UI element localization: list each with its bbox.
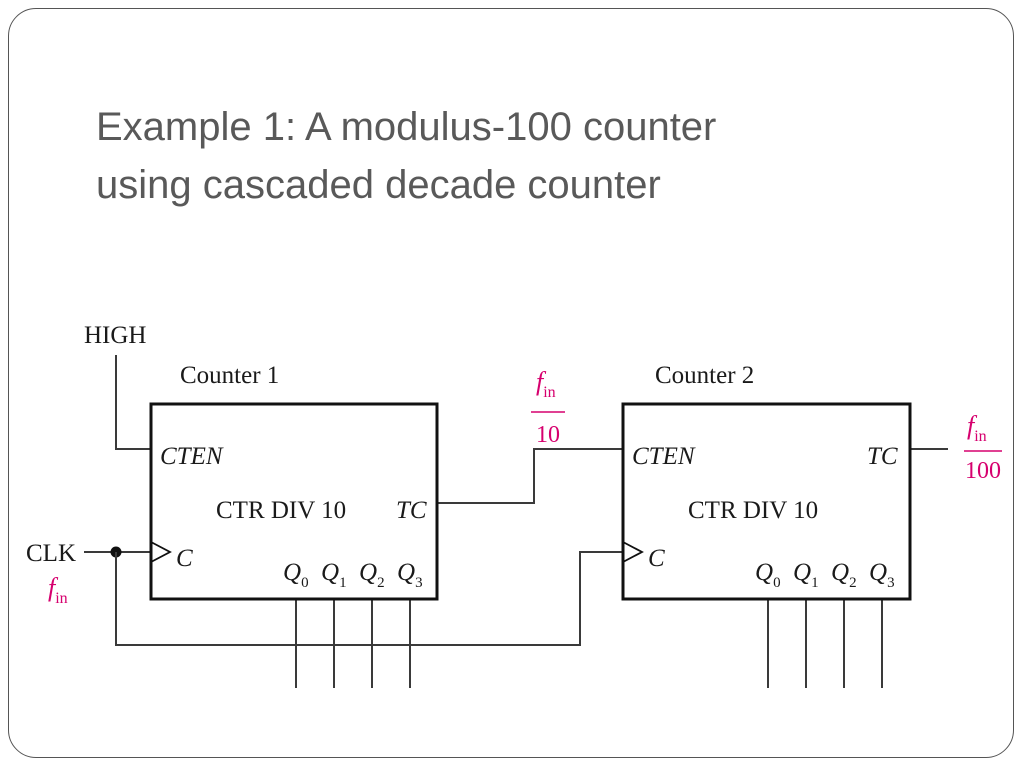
counter2-q2-subscript: 2 [849,575,857,591]
counter1-clock-label: C [176,545,193,572]
counter2-q3-label: Q3 [869,559,895,591]
high-label: HIGH [84,322,147,349]
clk-fin-subscript: in [55,590,67,607]
counter1-q1-letter: Q [321,559,339,586]
counter1-q0-label: Q0 [283,559,309,591]
counter1-q2-subscript: 2 [377,575,385,591]
title-line-1: Example 1: A modulus-100 counter [96,105,717,149]
counter2-q0-letter: Q [755,559,773,586]
fin100-subscript: in [974,428,986,445]
counter1-q0-subscript: 0 [301,575,309,591]
counter2-tc-label: TC [867,443,898,470]
counter1-type-label: CTR DIV 10 [216,497,346,524]
counter1-box [149,402,439,601]
tc1-to-cten2-wire [437,448,623,504]
counter2-clock-triangle [622,541,644,563]
clk-fin-label: fin [48,573,68,607]
counter1-q1-subscript: 1 [339,575,347,591]
counter2-box [621,402,912,601]
counter2-q0-label: Q0 [755,559,781,591]
counter1-q0-letter: Q [283,559,301,586]
counter2-q1-letter: Q [793,559,811,586]
counter2-q0-subscript: 0 [773,575,781,591]
counter2-clock-label: C [648,545,665,572]
counter1-q1-label: Q1 [321,559,347,591]
counter2-name: Counter 2 [655,362,754,389]
fin-over-100-denominator: 100 [965,458,1001,484]
title-line-2: using cascaded decade counter [96,163,661,207]
counter2-q1-subscript: 1 [811,575,819,591]
counter2-q3-letter: Q [869,559,887,586]
counter1-q3-label: Q3 [397,559,423,591]
clk-to-counter2-wire [115,551,623,646]
counter2-q1-label: Q1 [793,559,819,591]
counter1-tc-label: TC [396,497,427,524]
slide-frame [8,8,1014,758]
counter1-name: Counter 1 [180,362,279,389]
clk-label: CLK [26,540,76,567]
counter2-q2-letter: Q [831,559,849,586]
fin100-letter: f [967,411,978,440]
fin10-letter: f [536,367,547,396]
counter2-q2-label: Q2 [831,559,857,591]
slide-title: Example 1: A modulus-100 counter using c… [96,98,916,214]
counter2-type-label: CTR DIV 10 [688,497,818,524]
fin-over-100-numerator: fin [967,411,987,445]
counter1-q2-label: Q2 [359,559,385,591]
fin-over-10-numerator: fin [536,367,556,401]
fin10-subscript: in [543,384,555,401]
counter1-q2-letter: Q [359,559,377,586]
counter2-q3-subscript: 3 [887,575,895,591]
fin-over-10-denominator: 10 [536,422,560,448]
counter2-cten-label: CTEN [632,443,696,470]
counter1-q3-letter: Q [397,559,415,586]
clk-fin-letter: f [48,573,59,602]
counter1-clock-triangle [150,541,172,563]
counter1-q3-subscript: 3 [415,575,423,591]
counter1-cten-label: CTEN [160,443,224,470]
high-to-cten1-wire [115,355,151,450]
